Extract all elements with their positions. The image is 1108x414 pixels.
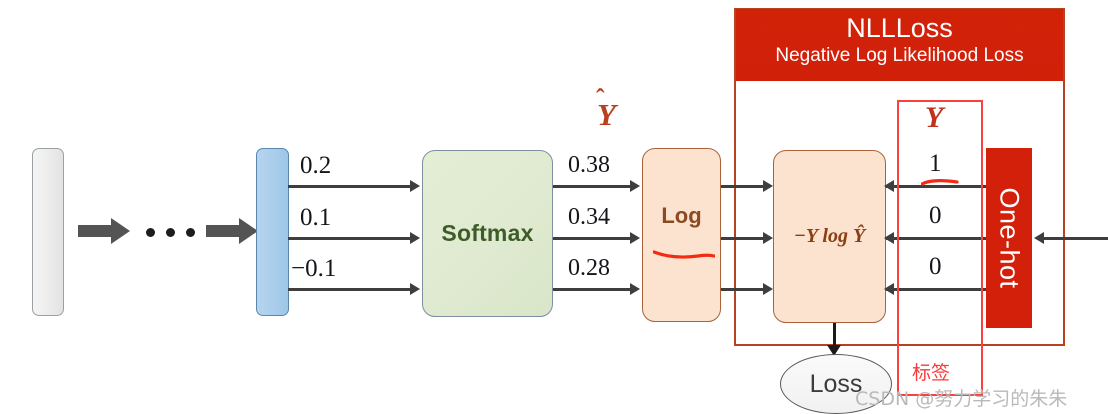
flow-arrow-2: [206, 218, 258, 244]
prob-line-2: [553, 288, 632, 291]
y-target-highlight-box: [897, 100, 983, 396]
log-out-arrow-1: [763, 232, 773, 244]
logit-line-1: [288, 237, 412, 240]
label-annotation-cn: 标签: [912, 362, 951, 384]
one-underline-scribble: [921, 179, 959, 186]
logit-line-2: [288, 288, 412, 291]
log-out-line-2: [721, 288, 765, 291]
onehot-value-1: 0: [929, 202, 942, 229]
loss-node: Loss: [780, 354, 892, 414]
target-arrow-2: [884, 283, 894, 295]
target-line-0: [886, 185, 986, 188]
probability-value-1: 0.34: [568, 204, 610, 230]
prob-line-1: [553, 237, 632, 240]
log-label: Log: [661, 203, 702, 228]
onehot-value-0: 1: [929, 150, 942, 177]
y-hat-letter: Y: [597, 97, 616, 132]
loss-arrow-shaft: [833, 323, 836, 347]
softmax-label: Softmax: [441, 220, 534, 246]
prob-arrow-2: [630, 283, 640, 295]
watermark: CSDN @努力学习的朱朱: [855, 388, 1068, 410]
log-out-arrow-0: [763, 180, 773, 192]
external-target-line: [1040, 237, 1108, 240]
log-block: Log: [642, 148, 721, 322]
logit-arrow-0: [410, 180, 420, 192]
onehot-block: One-hot: [986, 148, 1032, 328]
y-true-label: Y: [925, 101, 944, 134]
log-underline-scribble: [653, 250, 715, 259]
target-arrow-0: [884, 180, 894, 192]
external-target-arrow: [1034, 232, 1044, 244]
loss-arrow-head: [827, 345, 841, 356]
probability-value-0: 0.38: [568, 152, 610, 178]
input-feature-bar: [32, 148, 64, 316]
logit-arrow-1: [410, 232, 420, 244]
nllloss-title: NLLLoss: [846, 13, 953, 43]
logit-arrow-2: [410, 283, 420, 295]
logit-value-0: 0.2: [300, 152, 332, 179]
logits-bar: [256, 148, 289, 316]
prob-arrow-1: [630, 232, 640, 244]
neg-y-log-yhat-block: −Y log Ŷ: [773, 150, 886, 323]
nllloss-header: NLLLoss Negative Log Likelihood Loss: [736, 9, 1063, 81]
y-hat-accent: ˆ: [596, 84, 605, 113]
log-out-arrow-2: [763, 283, 773, 295]
ellipsis-dots: [146, 222, 204, 242]
target-arrow-1: [884, 232, 894, 244]
log-out-line-1: [721, 237, 765, 240]
target-line-2: [886, 288, 986, 291]
probability-value-2: 0.28: [568, 255, 610, 281]
onehot-label: One-hot: [994, 187, 1025, 289]
flow-arrow-1: [78, 218, 130, 244]
target-line-1: [886, 237, 986, 240]
logit-value-2: −0.1: [291, 255, 337, 282]
logit-line-0: [288, 185, 412, 188]
log-out-line-0: [721, 185, 765, 188]
loss-label: Loss: [809, 369, 863, 398]
prob-arrow-0: [630, 180, 640, 192]
logit-value-1: 0.1: [300, 204, 332, 231]
softmax-block: Softmax: [422, 150, 553, 317]
neg-y-log-yhat-label: −Y log Ŷ: [793, 225, 866, 247]
onehot-value-2: 0: [929, 253, 942, 280]
prob-line-0: [553, 185, 632, 188]
nllloss-subtitle: Negative Log Likelihood Loss: [775, 45, 1024, 66]
